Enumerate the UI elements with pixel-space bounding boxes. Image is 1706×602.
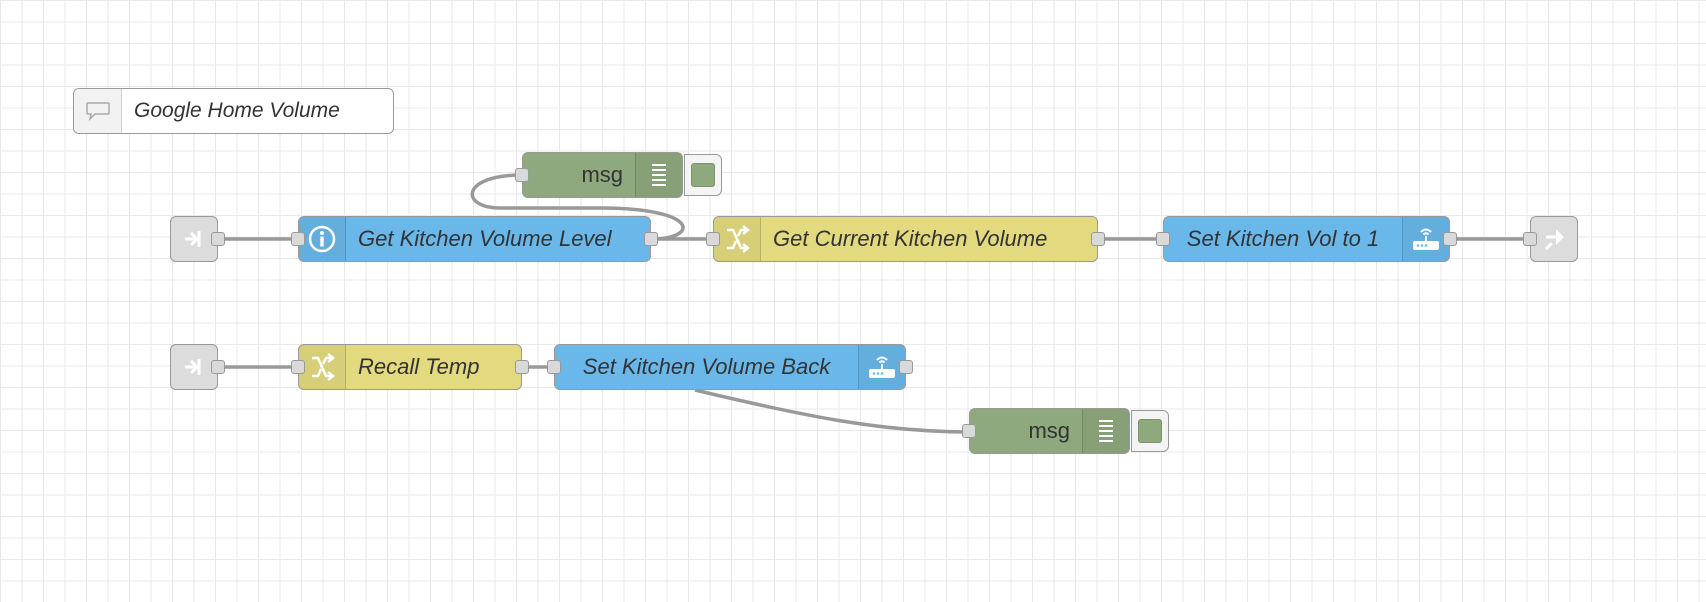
inject-2-output-port[interactable] — [211, 360, 225, 374]
debug-2-label: msg — [1028, 418, 1070, 443]
set-1-output-port[interactable] — [1443, 232, 1457, 246]
shuffle-icon — [714, 217, 761, 261]
debug-list-icon — [1082, 409, 1129, 453]
recall-temp-node[interactable]: Recall Temp — [291, 344, 529, 390]
set-1-label: Set Kitchen Vol to 1 — [1186, 226, 1380, 251]
debug-list-icon — [635, 153, 682, 197]
link-out-input-port[interactable] — [1523, 232, 1537, 246]
router-wifi-icon — [858, 345, 905, 389]
inject-node-2[interactable] — [170, 344, 225, 390]
set-back-input-port[interactable] — [547, 360, 561, 374]
debug-1-input-port[interactable] — [515, 168, 529, 182]
change-1-label: Get Current Kitchen Volume — [773, 226, 1048, 251]
info-node-output-port[interactable] — [644, 232, 658, 246]
change-1-input-port[interactable] — [706, 232, 720, 246]
debug-1-label: msg — [581, 162, 623, 187]
debug-node-1[interactable]: msg — [515, 152, 683, 198]
recall-temp-label: Recall Temp — [358, 354, 480, 379]
get-current-kitchen-volume-node[interactable]: Get Current Kitchen Volume — [706, 216, 1105, 262]
set-kitchen-vol-to-1-node[interactable]: Set Kitchen Vol to 1 — [1156, 216, 1457, 262]
wire-set-to-debug2[interactable] — [694, 388, 970, 434]
link-out-icon — [1531, 217, 1577, 261]
info-node-label: Get Kitchen Volume Level — [358, 226, 612, 251]
inject-node-1[interactable] — [170, 216, 225, 262]
set-1-input-port[interactable] — [1156, 232, 1170, 246]
inject-1-output-port[interactable] — [211, 232, 225, 246]
set-kitchen-volume-back-node[interactable]: Set Kitchen Volume Back — [547, 344, 913, 390]
recall-temp-output-port[interactable] — [515, 360, 529, 374]
router-wifi-icon — [1402, 217, 1449, 261]
inject-arrow-icon — [171, 345, 217, 389]
inject-arrow-icon — [171, 217, 217, 261]
debug-2-toggle-button[interactable] — [1131, 410, 1169, 452]
comment-label: Google Home Volume — [134, 99, 340, 122]
debug-1-toggle-indicator — [691, 163, 715, 187]
debug-1-toggle-button[interactable] — [684, 154, 722, 196]
comment-bubble-icon — [74, 89, 122, 133]
set-back-label: Set Kitchen Volume Back — [582, 354, 831, 379]
debug-node-2[interactable]: msg — [962, 408, 1130, 454]
recall-temp-input-port[interactable] — [291, 360, 305, 374]
shuffle-icon — [299, 345, 346, 389]
link-out-node[interactable] — [1523, 216, 1578, 262]
comment-node[interactable]: Google Home Volume — [73, 88, 394, 134]
get-kitchen-volume-level-node[interactable]: Get Kitchen Volume Level — [291, 216, 658, 262]
set-back-output-port[interactable] — [899, 360, 913, 374]
debug-2-input-port[interactable] — [962, 424, 976, 438]
info-icon — [299, 217, 346, 261]
info-node-input-port[interactable] — [291, 232, 305, 246]
change-1-output-port[interactable] — [1091, 232, 1105, 246]
debug-2-toggle-indicator — [1138, 419, 1162, 443]
